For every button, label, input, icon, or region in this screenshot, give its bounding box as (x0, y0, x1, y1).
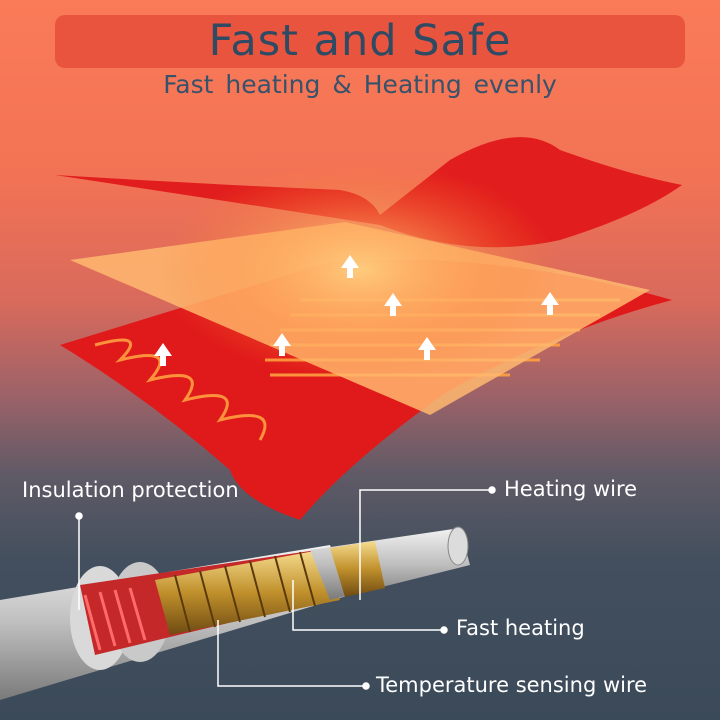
label-insulation-protection: Insulation protection (22, 478, 239, 502)
label-heating-wire: Heating wire (504, 477, 638, 501)
page-subtitle: Fast heating & Heating evenly (163, 70, 557, 99)
page-title: Fast and Safe (208, 16, 512, 66)
label-temperature-sensing-wire: Temperature sensing wire (376, 673, 648, 697)
cable-cross-section (0, 526, 470, 700)
title-banner (55, 15, 685, 68)
label-fast-heating: Fast heating (456, 616, 585, 640)
heat-arrows (154, 255, 559, 366)
